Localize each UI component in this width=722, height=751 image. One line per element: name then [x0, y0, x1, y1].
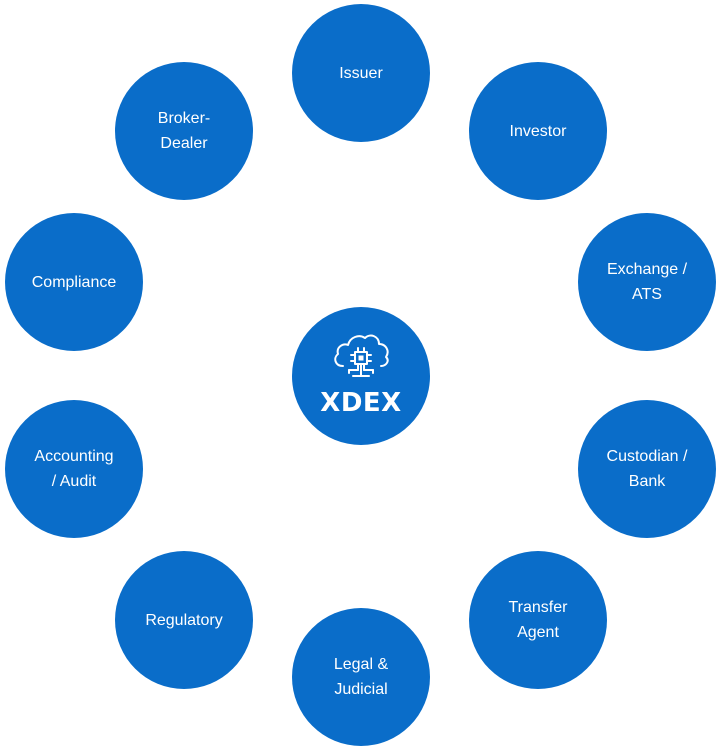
node-label: Broker- Dealer	[157, 110, 211, 152]
node-label: Transfer Agent	[508, 599, 568, 641]
node-issuer: Issuer	[292, 4, 430, 142]
cloud-chip-icon	[334, 334, 389, 377]
node-label: Issuer	[339, 64, 383, 82]
node-investor: Investor	[469, 62, 607, 200]
node-accounting-audit: Accounting / Audit	[5, 400, 143, 538]
node-label: Legal & Judicial	[333, 656, 389, 698]
center-label: XDEX	[320, 388, 402, 418]
node-regulatory: Regulatory	[115, 551, 253, 689]
node-label: Regulatory	[145, 611, 223, 629]
node-label: Exchange / ATS	[606, 261, 688, 303]
node-label: Custodian / Bank	[606, 448, 688, 490]
node-label: Accounting / Audit	[34, 448, 114, 490]
node-label: Investor	[509, 122, 567, 140]
node-transfer-agent: Transfer Agent	[469, 551, 607, 689]
node-exchange-ats: Exchange / ATS	[578, 213, 716, 351]
node-custodian-bank: Custodian / Bank	[578, 400, 716, 538]
node-compliance: Compliance	[5, 213, 143, 351]
node-broker-dealer: Broker- Dealer	[115, 62, 253, 200]
center-node-xdex: XDEX	[292, 307, 430, 445]
node-label: Compliance	[31, 273, 117, 291]
node-legal-judicial: Legal & Judicial	[292, 608, 430, 746]
